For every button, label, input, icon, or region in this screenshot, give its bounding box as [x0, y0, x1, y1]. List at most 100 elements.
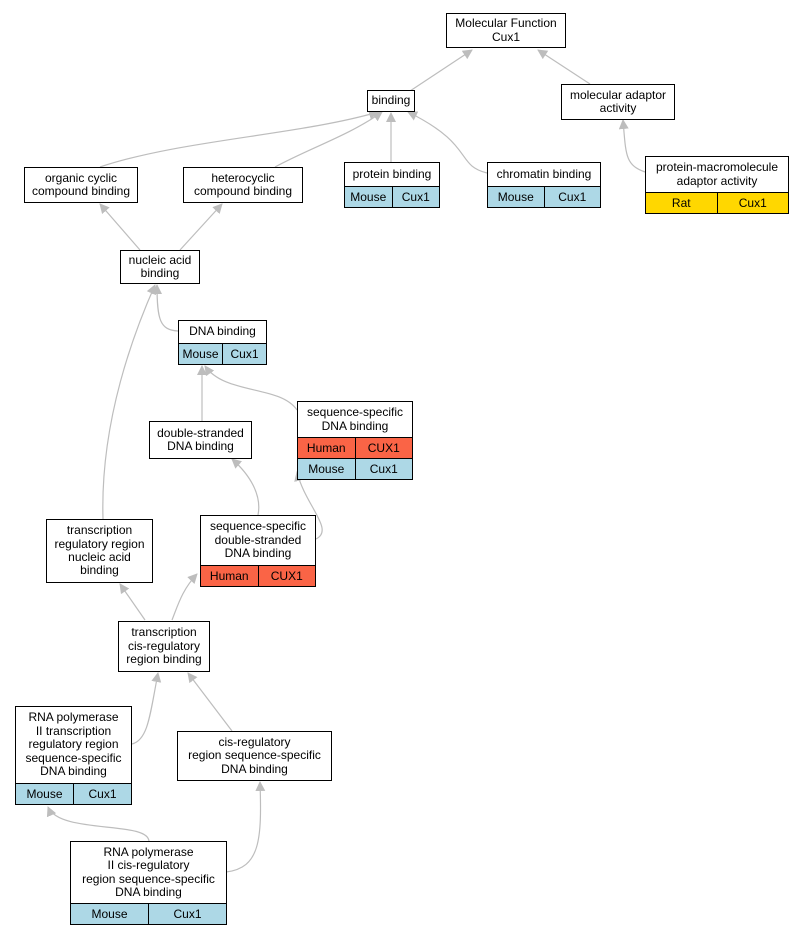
node-label-line: DNA binding [189, 324, 256, 339]
annotation-gene: Cux1 [354, 459, 413, 479]
node-label-line: sequence-specific [306, 405, 404, 420]
node-label-line: DNA binding [224, 546, 292, 561]
node-label-line: compound binding [193, 184, 293, 198]
annotation-species: Human [306, 441, 346, 455]
node-label-line: organic cyclic [44, 170, 118, 185]
node-label-line: RNA polymerase [103, 844, 194, 859]
annotation-row: Mouse Cux1 [488, 186, 600, 207]
annotation-gene: Cux1 [222, 344, 266, 364]
annotation-species: Human [209, 569, 249, 583]
node-binding[interactable]: binding [367, 90, 415, 112]
node-label-line: binding [371, 93, 411, 108]
edge-binding-to-molecular-function [409, 49, 473, 92]
node-label-line: region sequence-specific [82, 871, 215, 886]
node-label-line: regulatory region [54, 536, 145, 551]
annotation-species: Mouse [26, 787, 63, 801]
annotation-gene: Cux1 [73, 784, 131, 804]
node-label-line: region binding [126, 652, 202, 667]
node-label-line: adaptor activity [676, 173, 758, 188]
annotation-species: Mouse [308, 462, 345, 476]
node-label-line: chromatin binding [496, 166, 592, 181]
edge-protein-macromolecule-to-molecular-adaptor [618, 119, 646, 173]
node-label-line: transcription [131, 625, 197, 640]
edge-dna-binding-to-nucleic-acid [152, 284, 179, 332]
node-label-line: sequence-specific [25, 750, 122, 765]
node-label-line: DNA binding [321, 418, 389, 433]
edge-molecular-adaptor-activity-to-molecular-function [537, 49, 591, 85]
annotation-species: Rat [671, 196, 691, 210]
annotation-species: Mouse [182, 347, 219, 361]
node-label-line: sequence-specific [209, 519, 307, 534]
edge-cis-reg-region-to-ss-double-stranded [171, 573, 198, 621]
annotation-row: Human CUX1 [201, 565, 315, 586]
node-label-line: nucleic acid [128, 252, 192, 267]
node-label-line: heterocyclic [211, 170, 275, 185]
node-label-line: transcription [66, 523, 133, 538]
node-label: protein binding [345, 163, 439, 186]
node-label-line: binding [80, 563, 119, 578]
node-label-line: double-stranded [157, 425, 244, 440]
node-label-line: II cis-regulatory [107, 858, 190, 873]
node-label-line: protein binding [352, 166, 432, 181]
node-label-line: activity [599, 101, 637, 115]
node-label-line: cis-regulatory [218, 734, 291, 749]
node-label-line: molecular adaptor [569, 87, 667, 102]
annotation-species: Mouse [497, 190, 534, 204]
edge-rna-pol-ii-tr-to-cis-reg-region [131, 672, 162, 745]
node-label-line: DNA binding [40, 764, 107, 779]
edge-rna-pol-ii-cis-to-rna-pol-ii-tr [46, 806, 150, 843]
annotation-species: Mouse [91, 907, 128, 921]
node-label: DNA binding [179, 321, 266, 343]
edge-tr-nucleic-acid-to-nucleic-acid [102, 284, 156, 520]
node-label-line: Cux1 [491, 29, 520, 44]
edge-rna-pol-ii-cis-to-cis-reg-ss [225, 781, 266, 873]
node-label: chromatin binding [488, 163, 600, 186]
annotation-gene: Cux1 [543, 187, 601, 207]
annotation-gene: CUX1 [257, 566, 316, 586]
node-label-line: cis-regulatory [127, 638, 201, 653]
node-label-line: Molecular Function [455, 16, 557, 31]
annotation-row: Mouse Cux1 [298, 458, 412, 479]
edge-heterocyclic-to-binding [274, 111, 383, 168]
node-label-line: II transcription [35, 723, 112, 738]
annotation-row: Mouse Cux1 [16, 783, 131, 804]
node-label-line: double-stranded [214, 532, 302, 547]
node-label: binding [368, 91, 414, 111]
edge-chromatin-binding-to-binding [407, 111, 488, 174]
edge-ss-double-stranded-to-sequence-specific [294, 471, 323, 540]
edge-nucleic-acid-to-heterocyclic [179, 203, 223, 251]
annotation-species: Mouse [350, 190, 387, 204]
